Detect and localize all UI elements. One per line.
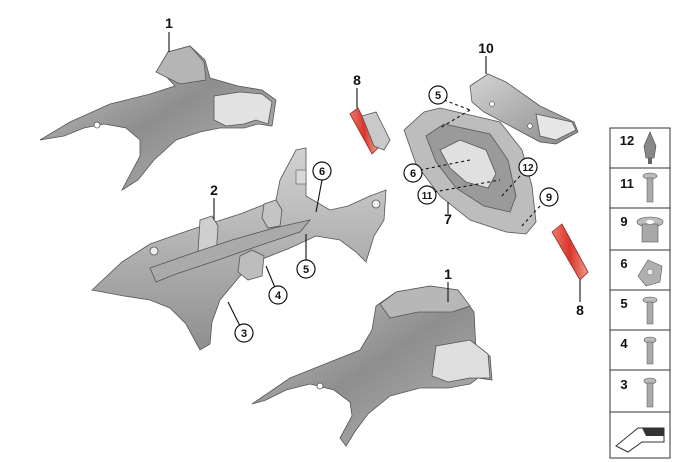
legend-screw-5-icon	[642, 296, 658, 325]
reflector-top	[349, 107, 391, 155]
label-bracket: 2	[210, 182, 218, 198]
callout-ring-9	[539, 187, 559, 207]
label-screw-3: 3	[241, 328, 247, 340]
leader-lines	[168, 32, 581, 327]
handle-cover	[469, 73, 579, 145]
label-holder: 7	[444, 211, 452, 227]
callout-ring-5a	[296, 259, 316, 279]
reflector-holder	[403, 107, 537, 235]
label-top-cover: 1	[165, 15, 173, 31]
main-bracket	[91, 147, 387, 351]
legend-screw-11-icon	[642, 172, 658, 203]
label-screw-4: 4	[275, 290, 282, 302]
legend-label-11: 11	[620, 176, 634, 191]
legend-pin-icon	[643, 131, 657, 164]
label-holder-5: 5	[435, 90, 441, 102]
label-bottom-cover: 1	[444, 266, 452, 282]
top-cover	[39, 45, 277, 192]
label-clip-6: 6	[319, 166, 325, 178]
legend-grommet-icon	[636, 216, 664, 243]
callout-ring-5b	[428, 85, 448, 105]
legend-label-5: 5	[620, 296, 627, 311]
legend-panel: 12 11 9 6 5 4 3	[609, 127, 671, 459]
label-holder-12: 12	[522, 163, 534, 174]
legend-label-6: 6	[620, 256, 627, 271]
label-holder-9: 9	[546, 192, 552, 204]
callout-ring-6a	[312, 161, 332, 181]
legend-label-4: 4	[620, 336, 628, 351]
label-reflector-top: 8	[353, 72, 361, 88]
label-holder-11: 11	[422, 191, 433, 202]
legend-screw-4-icon	[643, 336, 657, 365]
label-holder-6: 6	[410, 168, 416, 180]
callout-ring-4	[268, 285, 288, 305]
callout-ring-3	[234, 323, 254, 343]
legend-label-3: 3	[620, 377, 627, 392]
label-reflector-bottom: 8	[576, 302, 584, 318]
callout-ring-6b	[403, 163, 423, 183]
legend-screw-3-icon	[643, 377, 657, 408]
legend-label-12: 12	[620, 133, 634, 148]
label-handle: 10	[478, 40, 494, 56]
callout-ring-11	[417, 185, 437, 205]
legend-gasket-icon	[615, 427, 665, 453]
reflector-bottom	[551, 223, 589, 281]
callout-ring-12	[518, 157, 538, 177]
label-nut-5: 5	[303, 264, 309, 276]
legend-label-9: 9	[620, 214, 627, 229]
legend-clip-nut-icon	[637, 259, 663, 287]
bottom-cover	[251, 285, 493, 447]
